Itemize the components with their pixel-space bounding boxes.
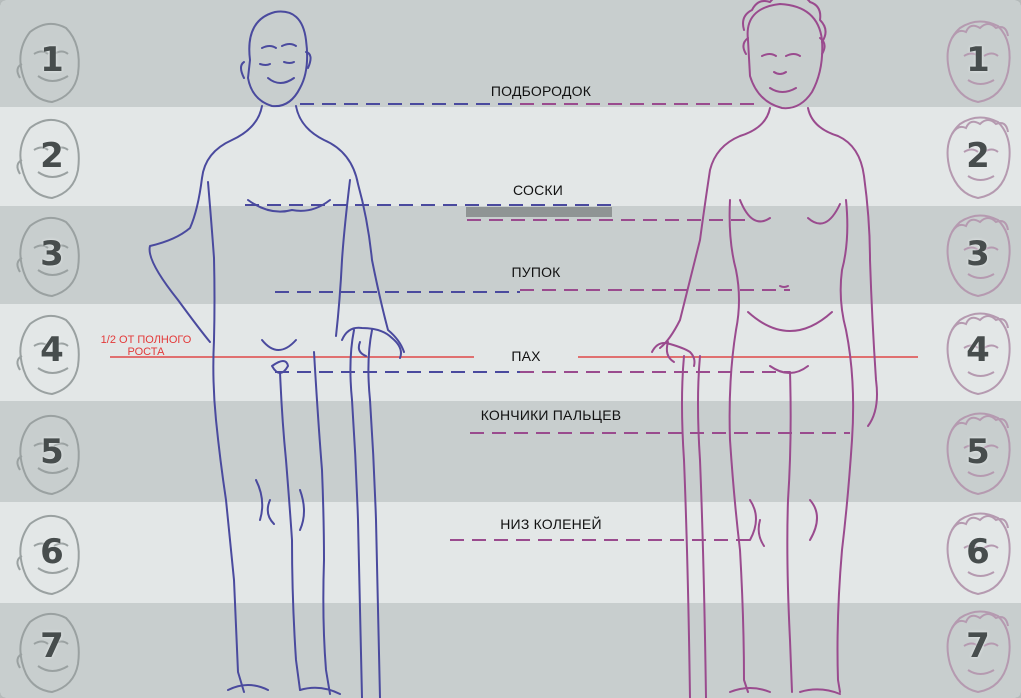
label-half-height: 1/2 ОТ ПОЛНОГО РОСТА: [86, 334, 206, 358]
label-nipples: СОСКИ: [513, 182, 563, 198]
label-fingertips: КОНЧИКИ ПАЛЬЦЕВ: [481, 407, 622, 423]
label-navel: ПУПОК: [511, 264, 560, 280]
label-crotch: ПАХ: [511, 348, 540, 364]
nipples-marker: [466, 207, 612, 217]
label-chin: ПОДБОРОДОК: [491, 83, 591, 99]
label-knees: НИЗ КОЛЕНЕЙ: [500, 516, 602, 532]
